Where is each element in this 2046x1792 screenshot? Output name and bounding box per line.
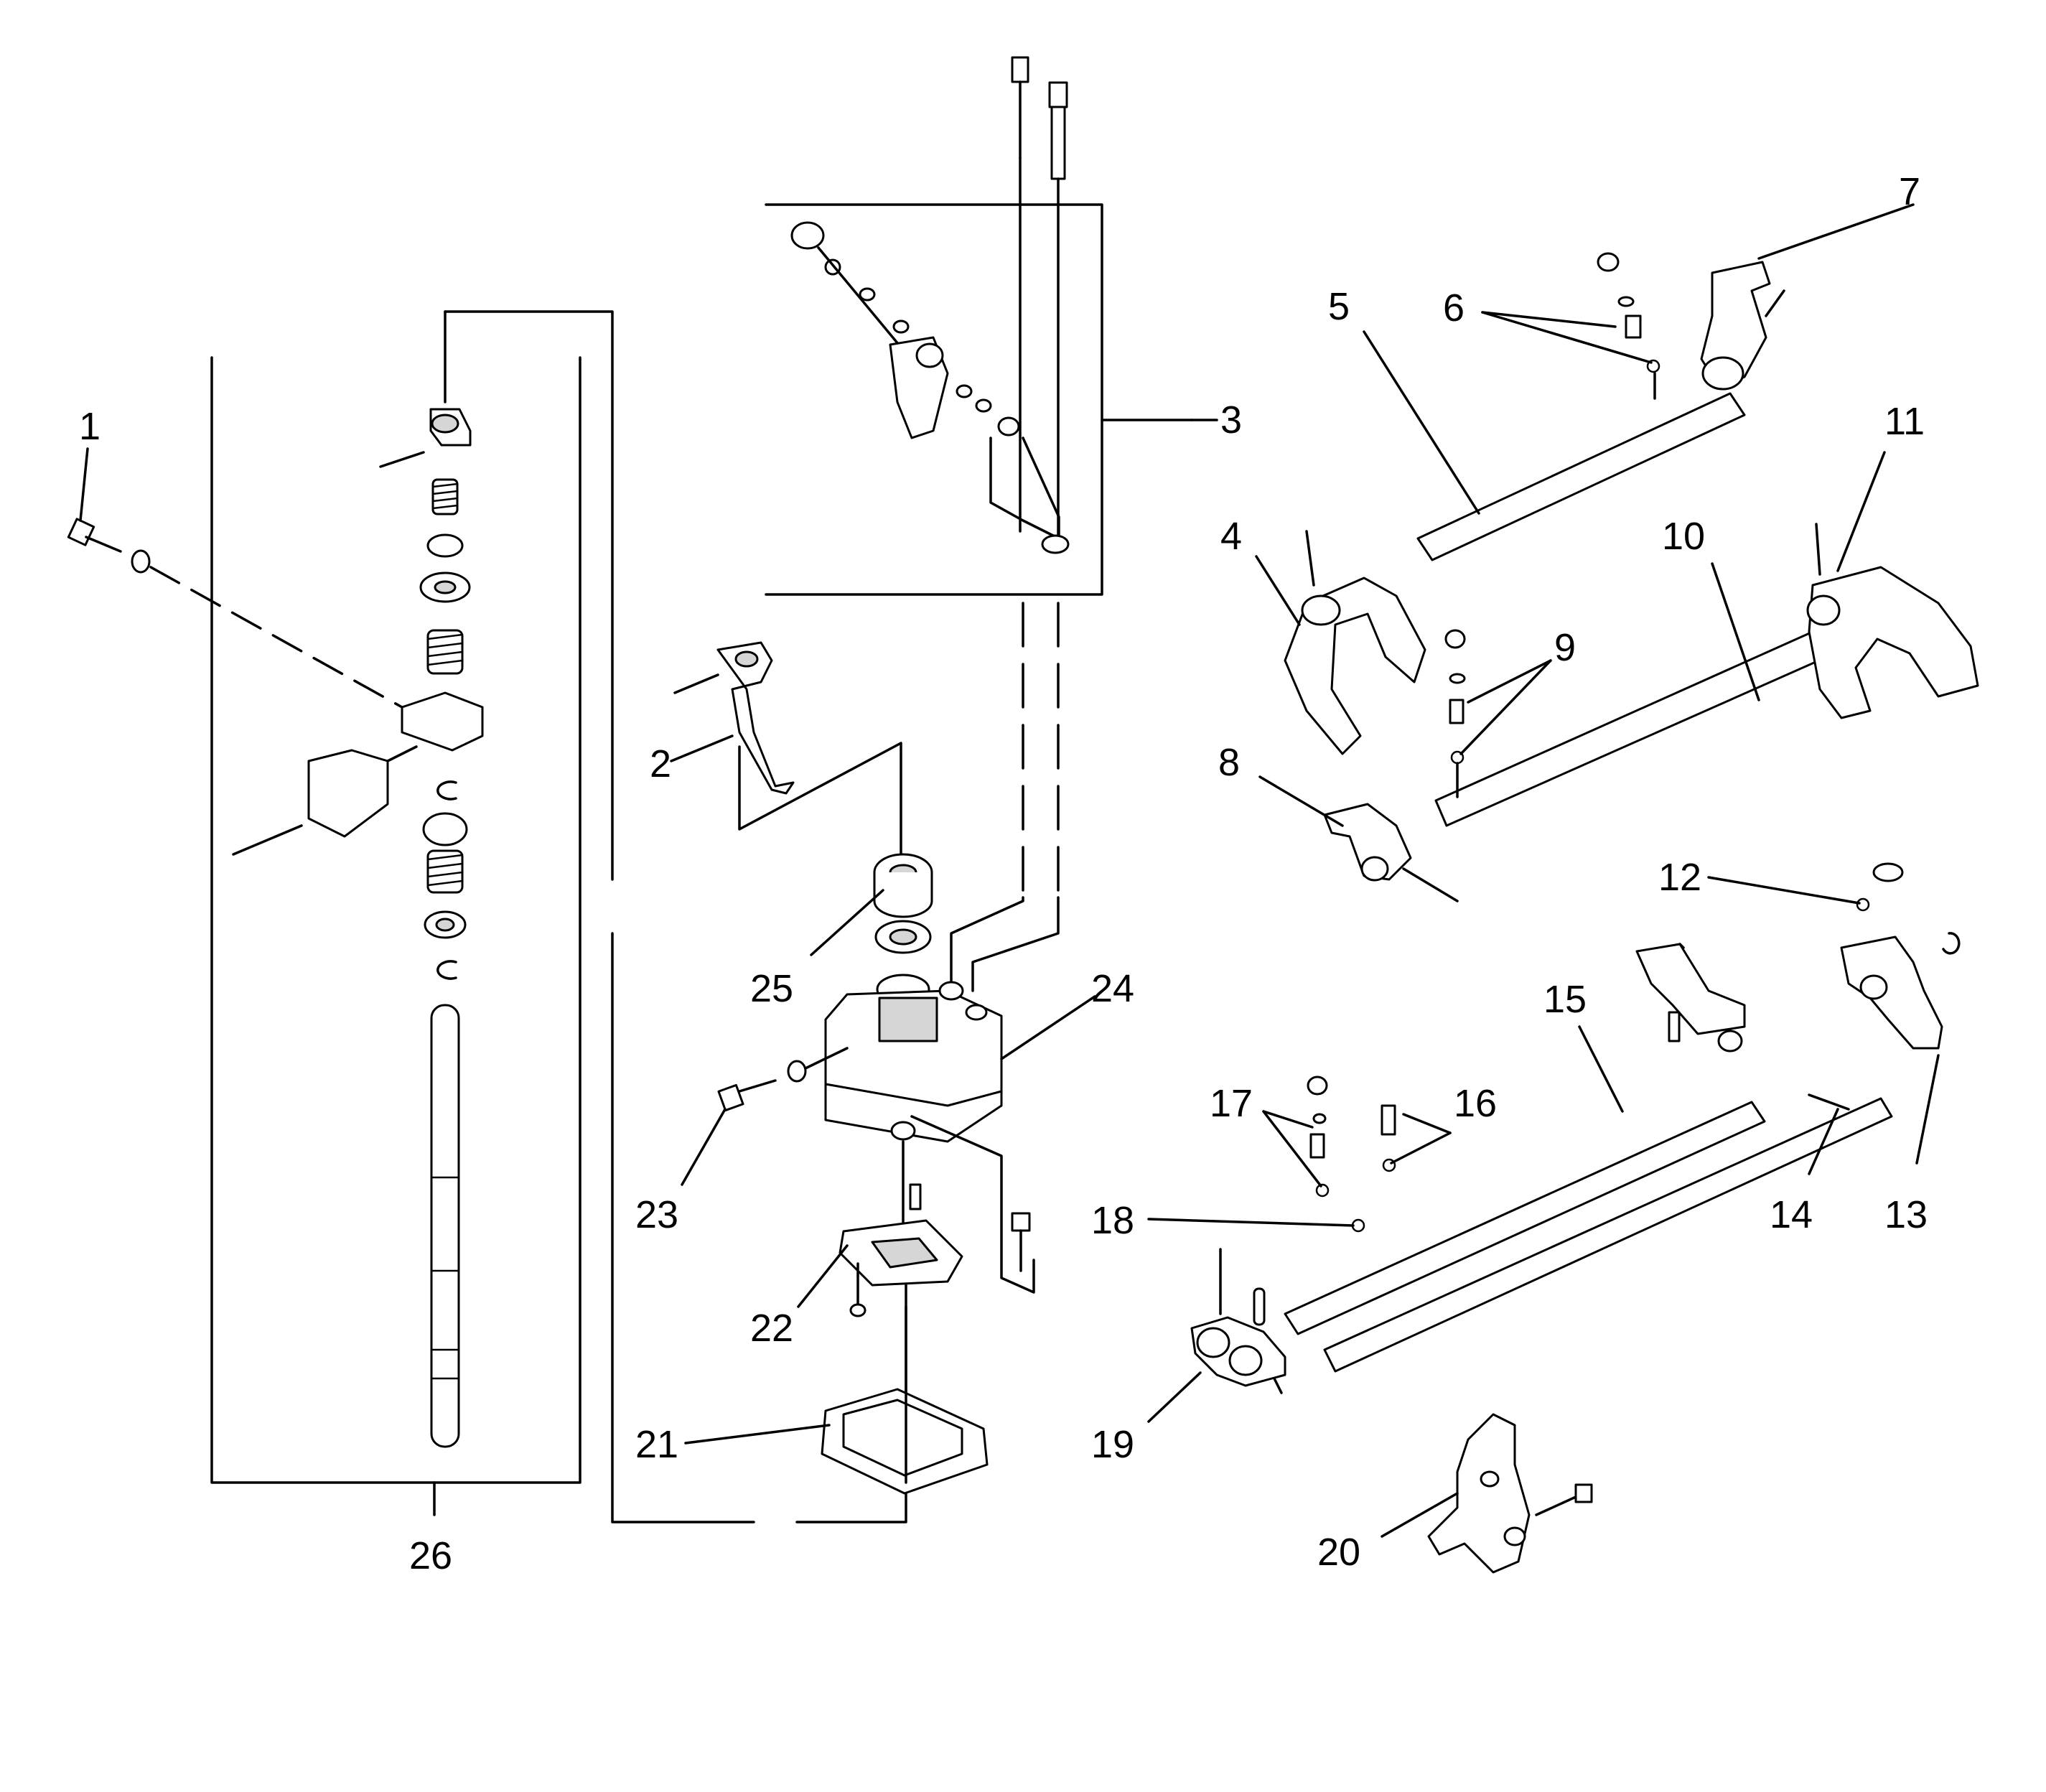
shift-rail-middle-assembly (1323, 523, 1979, 902)
shift-rail-upper-assembly (1284, 252, 1785, 755)
shift-shaft-assembly (67, 408, 484, 1448)
callout-labels: 1 2 3 4 5 6 7 8 9 10 11 12 13 14 15 16 1… (79, 170, 1928, 1577)
spring-upper (431, 478, 459, 515)
shift-rail-lower-assembly (1190, 862, 1961, 1394)
callout-1: 1 (79, 405, 101, 448)
callout-11: 11 (1884, 400, 1925, 443)
callout-6: 6 (1443, 286, 1465, 330)
callout-14: 14 (1770, 1193, 1813, 1236)
callout-21: 21 (635, 1423, 678, 1466)
bushing-25 (873, 853, 933, 1005)
callout-8: 8 (1218, 741, 1240, 784)
callout-4: 4 (1220, 515, 1242, 558)
callout-22: 22 (750, 1307, 793, 1350)
callout-10: 10 (1662, 515, 1705, 558)
callout-12: 12 (1658, 856, 1701, 899)
callout-2: 2 (650, 742, 671, 785)
gasket-21 (821, 1305, 989, 1495)
callout-3: 3 (1220, 398, 1242, 442)
group-frame-26 (210, 356, 581, 1516)
callout-7: 7 (1899, 170, 1920, 213)
callout-23: 23 (635, 1193, 678, 1236)
callout-19: 19 (1091, 1423, 1134, 1466)
housing-24 (717, 981, 1035, 1294)
group-frame-shift-path (444, 310, 907, 1523)
callout-20: 20 (1317, 1531, 1360, 1574)
callout-9: 9 (1554, 626, 1576, 669)
gasket-22 (839, 1219, 963, 1317)
callout-17: 17 (1210, 1082, 1253, 1125)
spring-lower (426, 849, 464, 894)
bracket-20 (1427, 1413, 1593, 1574)
spring-middle (426, 629, 464, 675)
callout-5: 5 (1328, 285, 1350, 328)
shift-shaft (430, 1004, 460, 1448)
leader-lines (79, 203, 1940, 1538)
group-frame-3 (765, 203, 1193, 596)
lever-assembly-3 (790, 56, 1070, 992)
bracket-2 (673, 641, 902, 863)
bolt-1 (67, 518, 151, 574)
callout-13: 13 (1884, 1193, 1928, 1236)
callout-26: 26 (409, 1534, 452, 1577)
callout-18: 18 (1091, 1199, 1134, 1242)
callout-16: 16 (1454, 1082, 1497, 1125)
callout-15: 15 (1543, 978, 1587, 1021)
callout-25: 25 (750, 967, 793, 1010)
callout-24: 24 (1091, 967, 1134, 1010)
